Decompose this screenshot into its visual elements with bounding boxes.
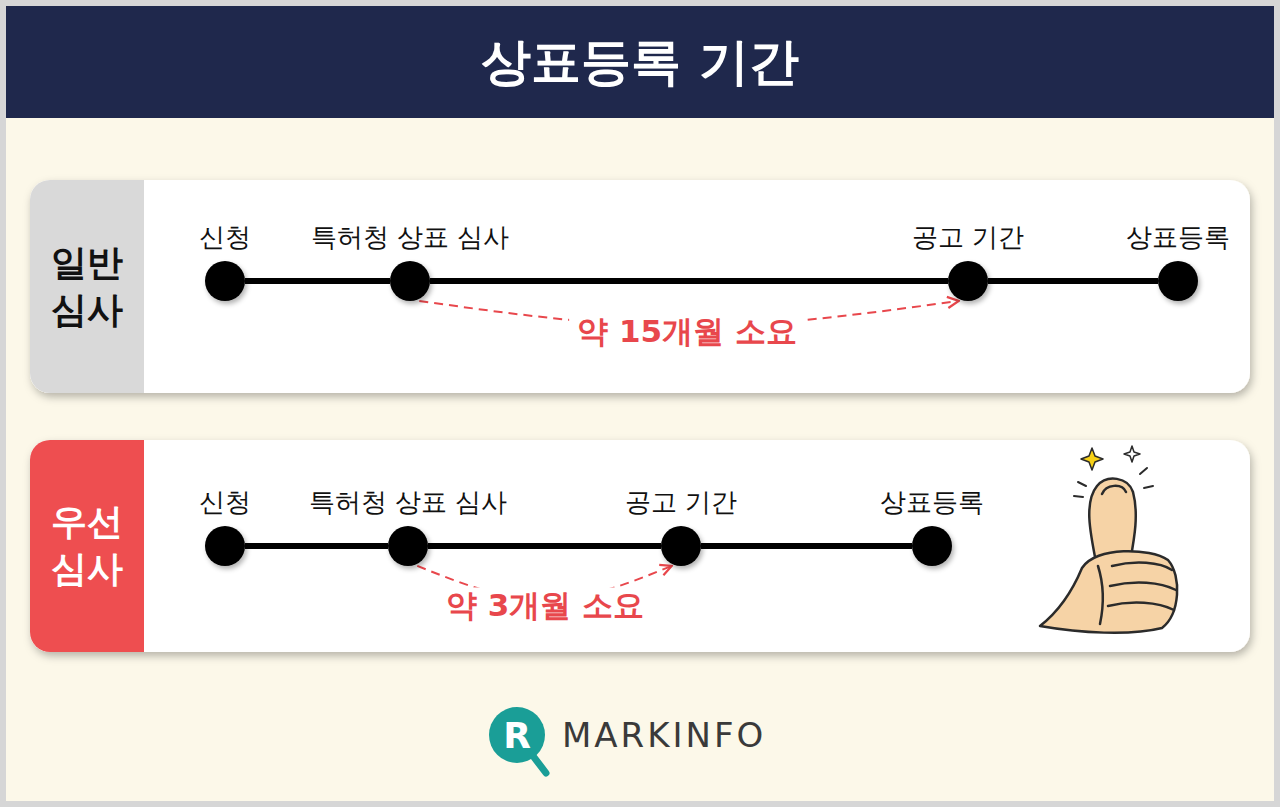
duration-label: 약 3개월 소요: [438, 587, 652, 624]
sparkle: [1124, 446, 1140, 462]
panel-card: [30, 180, 1250, 393]
finger-line: [1112, 563, 1172, 570]
logo-wordmark: MARKINFO: [562, 713, 822, 757]
title-bar: [6, 6, 1274, 118]
timeline-line: [428, 543, 661, 549]
step-label: 특허청 상표 심사: [311, 222, 510, 253]
finger-line: [1098, 566, 1103, 624]
timeline-line: [245, 278, 390, 284]
step-label: 신청: [199, 222, 251, 253]
logo-letter: R: [489, 707, 545, 763]
panel-card: [30, 440, 1250, 652]
duration-label: 약 15개월 소요: [569, 313, 805, 350]
timeline-line: [430, 278, 948, 284]
timeline-dot: 특허청 상표 심사: [388, 526, 428, 566]
band-box: 일반 심사: [30, 180, 144, 393]
step-label: 특허청 상표 심사: [309, 487, 508, 518]
panel-band: [30, 180, 144, 393]
finger-line: [1108, 603, 1174, 610]
step-label: 상표등록: [880, 487, 984, 518]
timeline-dot: 공고 기간: [948, 261, 988, 301]
fist: [1040, 551, 1177, 633]
review-panel: 일반 심사신청특허청 상표 심사공고 기간상표등록약 15개월 소요: [30, 180, 1250, 393]
band-box: 우선 심사: [30, 440, 144, 652]
timeline-dot: 신청: [205, 526, 245, 566]
thumb-nail: [1102, 486, 1126, 494]
sparkle: [1081, 448, 1103, 470]
thumb: [1089, 479, 1136, 562]
timeline-dot: 상표등록: [912, 526, 952, 566]
timeline-line: [988, 278, 1158, 284]
step-label: 상표등록: [1126, 222, 1230, 253]
timeline-dot: 공고 기간: [661, 526, 701, 566]
review-panel: 우선 심사신청특허청 상표 심사공고 기간상표등록약 3개월 소요: [30, 440, 1250, 652]
timeline-line: [245, 543, 388, 549]
timeline-dot: 상표등록: [1158, 261, 1198, 301]
finger-line: [1110, 583, 1176, 590]
review-type-label: 우선 심사: [39, 499, 135, 593]
timeline-dot: 신청: [205, 261, 245, 301]
page-ground: [6, 6, 1274, 801]
step-label: 공고 기간: [912, 222, 1024, 253]
logo-circle: [489, 707, 545, 763]
timeline-line: [701, 543, 912, 549]
title-text: 상표등록 기간: [481, 29, 798, 96]
timeline-dot: 특허청 상표 심사: [390, 261, 430, 301]
title-box: 상표등록 기간: [6, 6, 1274, 118]
thumbs-up-illustration: [1040, 446, 1177, 633]
review-type-label: 일반 심사: [39, 240, 135, 334]
step-label: 신청: [199, 487, 251, 518]
panel-band: [30, 440, 144, 652]
shine-tick: [1074, 468, 1153, 497]
step-label: 공고 기간: [625, 487, 737, 518]
